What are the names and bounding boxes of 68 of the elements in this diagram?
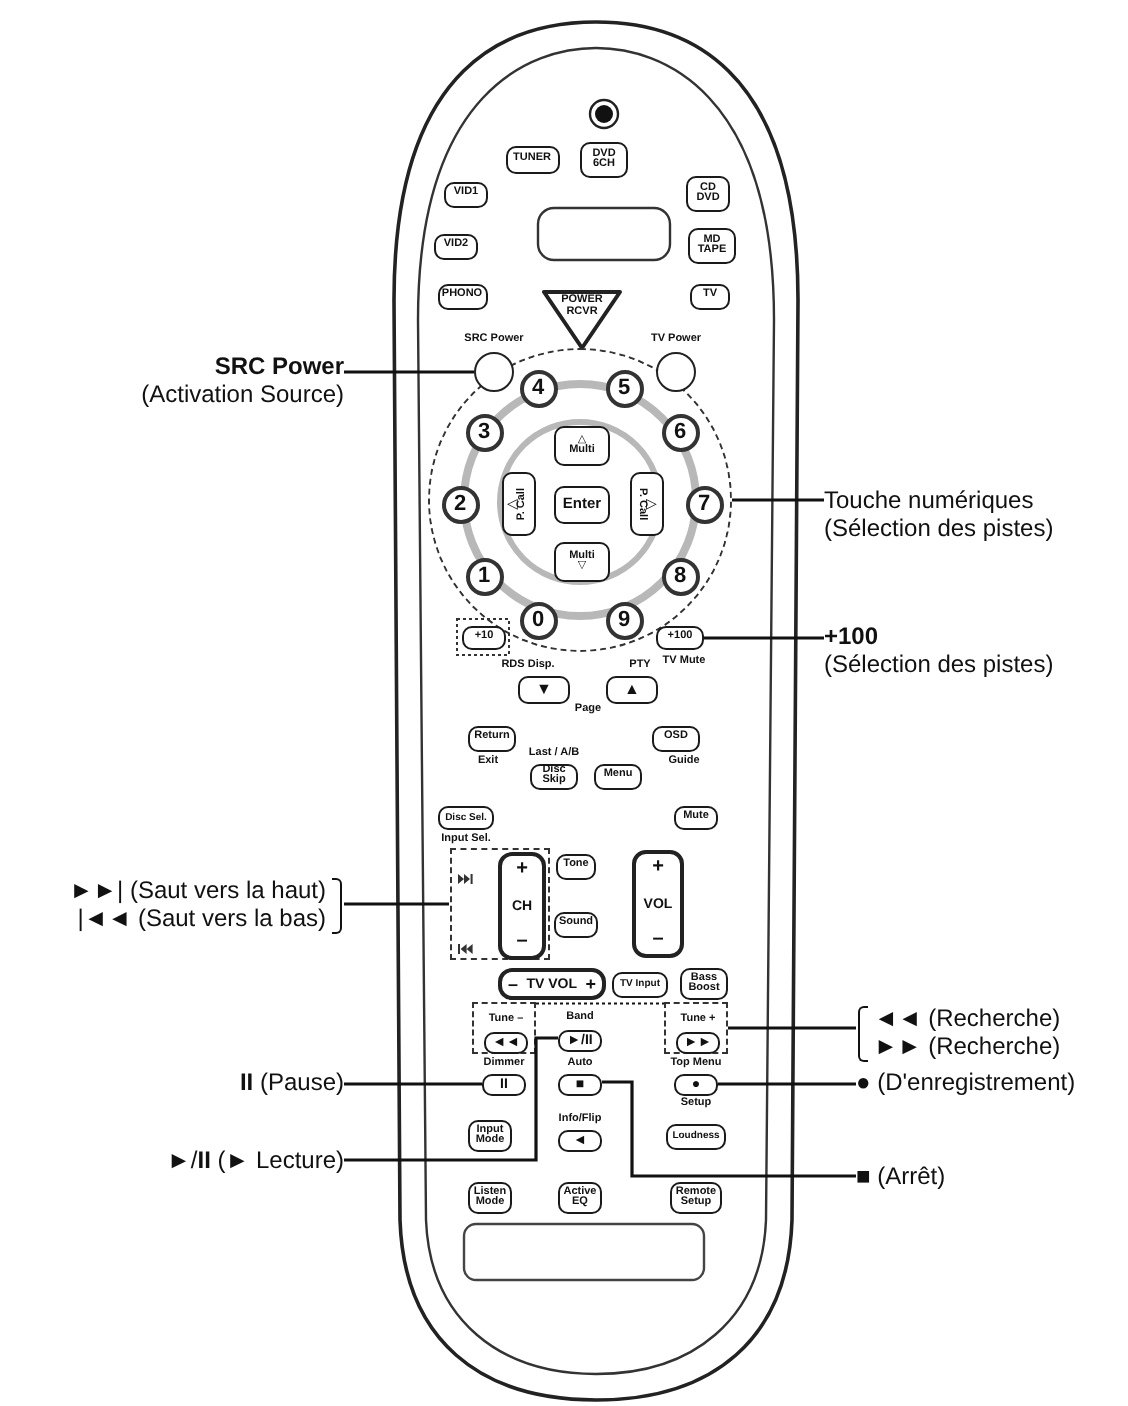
button-label: – bbox=[516, 932, 528, 952]
remote-button bbox=[554, 485, 610, 523]
button-label: 2 bbox=[453, 493, 467, 515]
remote-button bbox=[688, 228, 736, 264]
remote-button bbox=[629, 472, 663, 536]
callout-label: (Activation Source) bbox=[139, 380, 344, 408]
remote-button bbox=[462, 626, 506, 650]
button-label: – bbox=[508, 975, 519, 993]
rocker-button bbox=[498, 968, 606, 1000]
remote-body bbox=[392, 20, 800, 1404]
leader-line bbox=[344, 902, 449, 906]
button-label: ▲ bbox=[624, 682, 640, 698]
rocker-button bbox=[632, 850, 684, 958]
callout-label: (Sélection des pistes) bbox=[824, 650, 1056, 678]
callout-label: +100 bbox=[824, 622, 881, 650]
callout-label: ►►| (Saut vers la haut) bbox=[67, 876, 326, 904]
callout-label: ◄◄ (Recherche) bbox=[874, 1004, 1063, 1032]
callout-label: ►► (Recherche) bbox=[874, 1032, 1063, 1060]
remote-button bbox=[554, 542, 610, 582]
button-label: 6 bbox=[673, 421, 687, 443]
remote-button bbox=[680, 968, 728, 1000]
callout-label: Touche numériques bbox=[824, 486, 1036, 514]
button-label: ▼ bbox=[536, 682, 552, 698]
callout-label: SRC Power bbox=[212, 352, 344, 380]
callout-label: ■ (Arrêt) bbox=[856, 1162, 948, 1190]
dotted-connector bbox=[535, 1002, 665, 1005]
remote-button bbox=[554, 426, 610, 466]
button-label: 1 bbox=[477, 565, 491, 587]
leader-line bbox=[718, 1082, 856, 1086]
leader-line bbox=[344, 1036, 558, 1162]
leader-line bbox=[602, 1080, 856, 1178]
leader-line bbox=[704, 636, 824, 640]
remote-button bbox=[505, 146, 559, 174]
remote-button bbox=[518, 676, 570, 704]
remote-button bbox=[606, 676, 658, 704]
dotted-group-outline bbox=[664, 1002, 728, 1054]
button-label: 4 bbox=[531, 377, 545, 399]
remote-button bbox=[674, 806, 718, 830]
dotted-group-outline bbox=[472, 1002, 536, 1054]
callout-label: ● (D'enregistrement) bbox=[856, 1068, 1078, 1096]
remote-button bbox=[656, 626, 704, 650]
callout-label: |◄◄ (Saut vers la bas) bbox=[75, 904, 326, 932]
leader-line bbox=[344, 1082, 482, 1086]
rocker-button bbox=[498, 852, 546, 960]
button-label: 9 bbox=[617, 609, 631, 631]
button-label: 8 bbox=[673, 565, 687, 587]
remote-button bbox=[666, 1123, 726, 1149]
button-label: + bbox=[516, 860, 528, 880]
leader-line bbox=[728, 1026, 856, 1030]
leader-line bbox=[344, 370, 474, 374]
remote-button bbox=[686, 176, 730, 212]
leader-line bbox=[732, 498, 824, 502]
button-label: + bbox=[585, 975, 596, 993]
button-label: 7 bbox=[697, 493, 711, 515]
button-label: 5 bbox=[617, 377, 631, 399]
remote-button bbox=[612, 971, 668, 997]
remote-button bbox=[580, 142, 628, 178]
callout-label: (Sélection des pistes) bbox=[824, 514, 1056, 542]
remote-button bbox=[438, 806, 494, 830]
dotted-group-outline bbox=[449, 848, 549, 960]
button-label: + bbox=[652, 858, 664, 878]
callout-label: II (Pause) bbox=[237, 1068, 344, 1096]
button-label: 3 bbox=[477, 421, 491, 443]
remote-button bbox=[501, 472, 535, 536]
callout-label: ►/II (► Lecture) bbox=[165, 1146, 344, 1174]
button-label: 0 bbox=[531, 609, 545, 631]
power-button bbox=[542, 290, 622, 350]
button-label: – bbox=[652, 930, 664, 950]
